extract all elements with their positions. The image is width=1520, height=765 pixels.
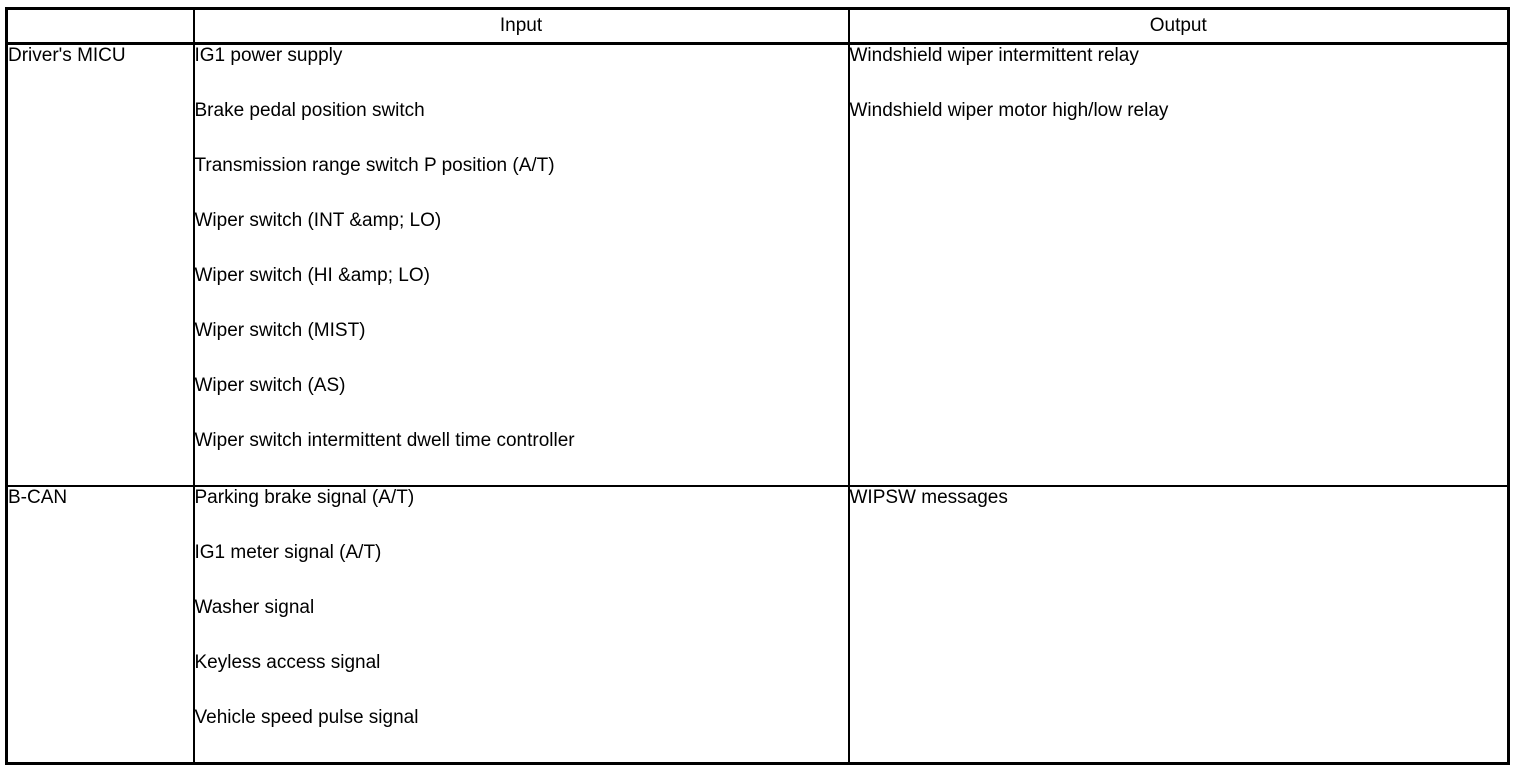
input-item: Wiper switch (AS) bbox=[194, 375, 346, 396]
output-items-cell: WIPSW messages bbox=[847, 485, 1510, 765]
output-item: WIPSW messages bbox=[849, 487, 1008, 508]
input-item: Wiper switch (INT &amp; LO) bbox=[194, 210, 442, 231]
source-cell: B-CAN bbox=[5, 485, 195, 765]
row-source-label: B-CAN bbox=[8, 487, 68, 508]
input-items-cell: Parking brake signal (A/T) IG1 meter sig… bbox=[192, 485, 850, 765]
input-item: Parking brake signal (A/T) bbox=[194, 487, 415, 508]
input-items-cell: IG1 power supply Brake pedal position sw… bbox=[192, 42, 850, 487]
header-row: Input Output bbox=[5, 7, 1510, 45]
input-item: Vehicle speed pulse signal bbox=[194, 707, 419, 728]
input-item: Wiper switch intermittent dwell time con… bbox=[194, 430, 575, 451]
input-item: Washer signal bbox=[194, 597, 315, 618]
input-item: Transmission range switch P position (A/… bbox=[194, 155, 555, 176]
input-item: IG1 meter signal (A/T) bbox=[194, 542, 382, 563]
input-item: Keyless access signal bbox=[194, 652, 381, 673]
output-item: Windshield wiper motor high/low relay bbox=[849, 100, 1169, 121]
header-cell-source bbox=[5, 7, 195, 45]
output-items-cell: Windshield wiper intermittent relay Wind… bbox=[847, 42, 1510, 487]
table-row-b-can: B-CAN Parking brake signal (A/T) IG1 met… bbox=[5, 485, 1510, 765]
header-cell-output: Output bbox=[847, 7, 1510, 45]
input-item: Wiper switch (MIST) bbox=[194, 320, 366, 341]
row-source-label: Driver's MICU bbox=[8, 45, 126, 66]
header-cell-input: Input bbox=[192, 7, 850, 45]
io-table: Input Output Driver's MICU IG1 power sup… bbox=[5, 7, 1510, 765]
input-item: IG1 power supply bbox=[194, 45, 343, 66]
output-item: Windshield wiper intermittent relay bbox=[849, 45, 1139, 66]
input-item: Brake pedal position switch bbox=[194, 100, 425, 121]
source-cell: Driver's MICU bbox=[5, 42, 195, 487]
table-row-drivers-micu: Driver's MICU IG1 power supply Brake ped… bbox=[5, 42, 1510, 487]
input-item: Wiper switch (HI &amp; LO) bbox=[194, 265, 430, 286]
